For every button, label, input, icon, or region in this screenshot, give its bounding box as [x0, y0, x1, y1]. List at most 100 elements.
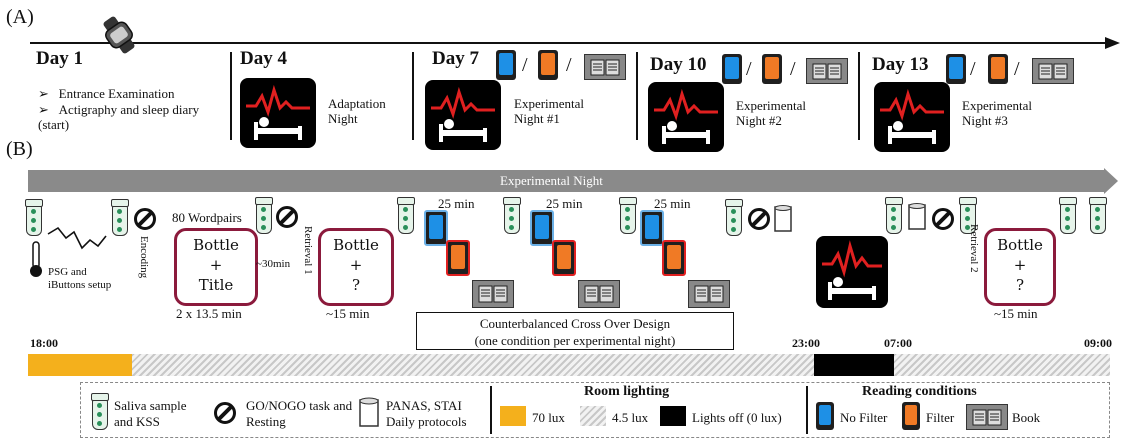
legend-book: Book — [1012, 410, 1041, 425]
book-icon — [472, 280, 514, 308]
phone-orange-icon — [552, 240, 576, 276]
encoding-box: Bottle + Title — [174, 228, 258, 306]
legend-gonogo: GO/NOGO task and Resting — [246, 398, 353, 429]
encoding-duration: 2 x 13.5 min — [176, 306, 242, 321]
phone-orange-icon — [902, 402, 920, 430]
phone-orange-icon — [762, 54, 782, 84]
legend-panas: PANAS, STAI Daily protocols — [386, 398, 467, 429]
legend-filter: Filter — [926, 410, 955, 425]
time-0700: 07:00 — [884, 336, 912, 350]
book-icon — [966, 404, 1008, 430]
day13-title: Day 13 — [872, 54, 929, 75]
lighting-70lux-segment — [28, 354, 132, 376]
saliva-vial-icon — [111, 199, 129, 236]
panas-scroll-icon — [359, 397, 379, 427]
book-icon — [584, 54, 626, 80]
slash: / — [566, 54, 572, 76]
retrieval2-label: Retrieval 2 — [968, 224, 980, 273]
reading-duration-1: 25 min — [438, 196, 475, 211]
saliva-vial-icon — [25, 199, 43, 236]
panel-a-label: (A) — [6, 6, 34, 28]
saliva-vial-icon — [1059, 197, 1077, 234]
day4-title: Day 4 — [240, 48, 287, 69]
sleep-icon-day13 — [874, 82, 950, 152]
slash: / — [522, 54, 528, 76]
retrieval1-duration: ~15 min — [326, 306, 370, 321]
psg-signal-icon — [47, 226, 107, 250]
gap-label: ~30min — [256, 258, 291, 270]
slash: / — [970, 58, 976, 80]
gonogo-icon — [748, 208, 770, 230]
phone-orange-icon — [446, 240, 470, 276]
saliva-vial-icon — [885, 197, 903, 234]
legend-nofilter: No Filter — [840, 410, 888, 425]
sleep-icon-day7 — [425, 80, 501, 150]
slash: / — [790, 58, 796, 80]
panas-scroll-icon — [774, 205, 792, 232]
day7-caption: Experimental Night #1 — [514, 96, 585, 126]
gonogo-icon — [214, 402, 236, 424]
retrieval1-label: Retrieval 1 — [302, 226, 314, 275]
phone-orange-icon — [988, 54, 1008, 84]
book-icon — [806, 58, 848, 84]
legend-4-5lux: 4.5 lux — [612, 410, 649, 425]
phone-blue-icon — [530, 210, 554, 246]
legend-4-5lux-swatch — [580, 406, 606, 426]
saliva-vial-icon — [255, 197, 273, 234]
slash: / — [746, 58, 752, 80]
sleep-icon-day4 — [240, 78, 316, 148]
day1-bullet-2: ➢ Actigraphy and sleep diary (start) — [38, 102, 200, 132]
legend-room-title: Room lighting — [584, 384, 670, 399]
saliva-vial-icon — [91, 393, 109, 430]
time-0900: 09:00 — [1084, 336, 1112, 350]
psg-caption: PSG and iButtons setup — [48, 266, 112, 291]
phone-blue-icon — [722, 54, 742, 84]
divider-4 — [858, 52, 860, 140]
phone-blue-icon — [424, 210, 448, 246]
sleep-icon-night — [816, 236, 888, 308]
gonogo-icon — [134, 208, 156, 230]
book-icon — [688, 280, 730, 308]
gonogo-icon — [276, 206, 298, 228]
legend-70lux-swatch — [500, 406, 526, 426]
legend-saliva: Saliva sample and KSS — [114, 398, 187, 429]
thermometer-icon — [30, 241, 42, 277]
day1-title: Day 1 — [36, 48, 83, 69]
panel-b-label: (B) — [6, 138, 33, 160]
divider-1 — [230, 52, 232, 140]
crossover-line1: Counterbalanced Cross Over Design — [479, 316, 671, 331]
timeline-arrow-a — [30, 37, 1120, 49]
gonogo-icon — [932, 208, 954, 230]
saliva-vial-icon — [959, 197, 977, 234]
phone-blue-icon — [496, 50, 516, 80]
retrieval2-box: Bottle + ? — [984, 228, 1056, 306]
experimental-night-label: Experimental Night — [500, 173, 603, 188]
lighting-4-5lux-segment — [132, 354, 814, 376]
saliva-vial-icon — [503, 197, 521, 234]
reading-duration-3: 25 min — [654, 196, 691, 211]
lighting-4-5lux-segment-2 — [894, 354, 1110, 376]
day1-bullet-1: ➢ Entrance Examination — [38, 86, 175, 101]
wordpairs-label: 80 Wordpairs — [172, 210, 242, 225]
phone-blue-icon — [816, 402, 834, 430]
day10-title: Day 10 — [650, 54, 707, 75]
slash: / — [1014, 58, 1020, 80]
experimental-night-bar — [28, 168, 1118, 194]
legend-70lux: 70 lux — [532, 410, 565, 425]
legend-divider-1 — [490, 386, 492, 434]
reading-duration-2: 25 min — [546, 196, 583, 211]
phone-orange-icon — [662, 240, 686, 276]
divider-3 — [636, 52, 638, 140]
book-icon — [1032, 58, 1074, 84]
lighting-off-segment — [814, 354, 894, 376]
panas-scroll-icon — [908, 203, 926, 230]
legend-reading-title: Reading conditions — [862, 384, 977, 399]
day13-caption: Experimental Night #3 — [962, 98, 1033, 128]
phone-blue-icon — [640, 210, 664, 246]
book-icon — [578, 280, 620, 308]
crossover-line2: (one condition per experimental night) — [474, 333, 676, 348]
time-2300: 23:00 — [792, 336, 820, 350]
saliva-vial-icon — [1089, 197, 1107, 234]
saliva-vial-icon — [619, 197, 637, 234]
phone-orange-icon — [538, 50, 558, 80]
